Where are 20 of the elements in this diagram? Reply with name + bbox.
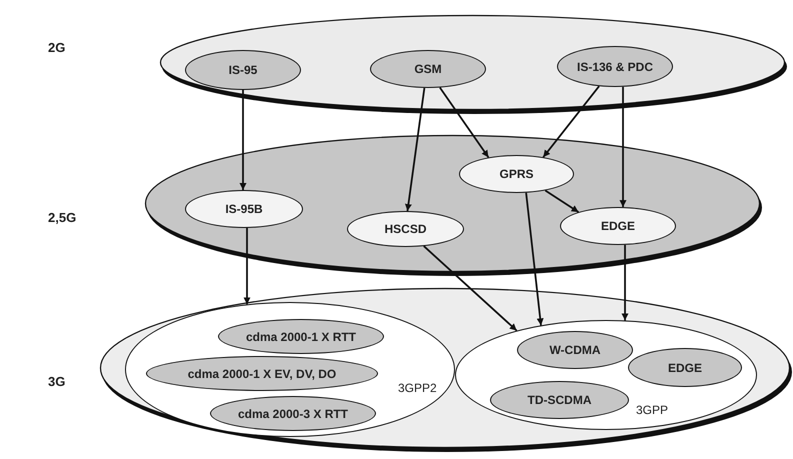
technology-ellipse: W-CDMA	[517, 331, 633, 369]
arrow	[542, 86, 600, 158]
group-label: 3GPP2	[398, 380, 437, 397]
technology-ellipse: EDGE	[628, 348, 742, 387]
technology-ellipse: cdma 2000-3 X RTT	[210, 396, 376, 431]
generation-label: 3G	[48, 373, 66, 391]
arrow	[423, 245, 518, 332]
generation-label: 2G	[48, 39, 66, 57]
generation-label: 2,5G	[48, 209, 76, 227]
arrow	[439, 87, 490, 158]
arrow	[525, 192, 544, 326]
arrow	[544, 190, 580, 213]
group-label: 3GPP	[636, 402, 668, 419]
technology-ellipse: TD-SCDMA	[490, 381, 629, 419]
arrow	[404, 88, 426, 212]
arrow	[620, 86, 626, 208]
arrow	[244, 228, 250, 304]
technology-ellipse: cdma 2000-1 X RTT	[218, 319, 384, 354]
technology-ellipse: cdma 2000-1 X EV, DV, DO	[146, 356, 378, 391]
arrow	[240, 90, 246, 190]
